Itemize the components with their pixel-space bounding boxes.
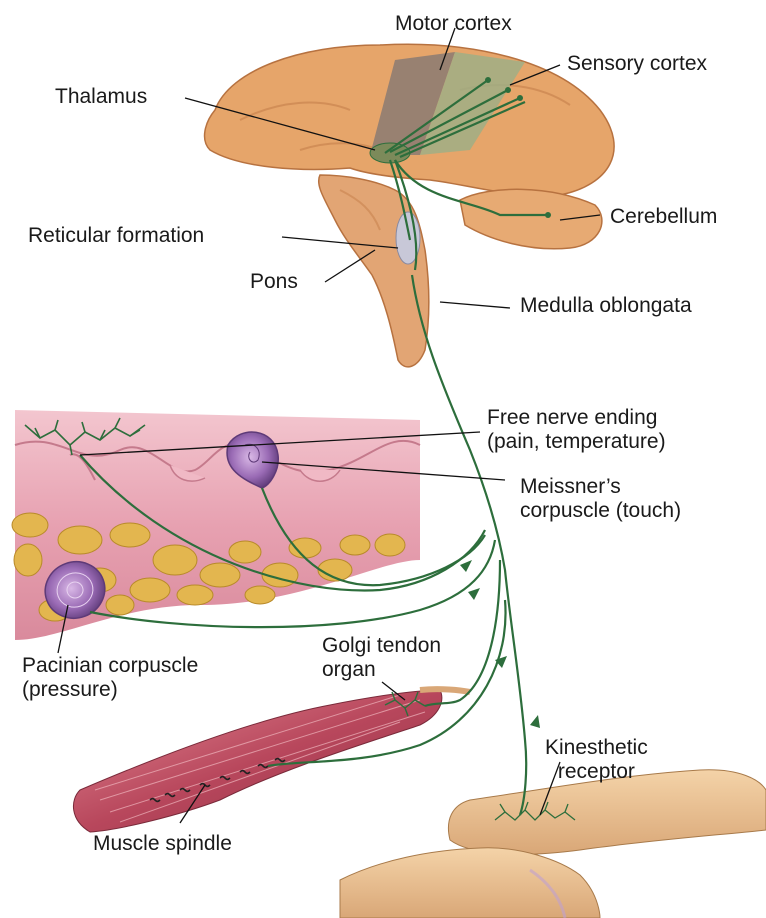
label-medulla-oblongata: Medulla oblongata: [520, 294, 692, 318]
joint-illustration: [340, 770, 766, 918]
label-meissners-line1: Meissner’s: [520, 475, 681, 499]
label-kinesthetic-line1: Kinesthetic: [545, 736, 648, 760]
label-thalamus: Thalamus: [55, 85, 147, 109]
label-pons: Pons: [250, 270, 298, 294]
label-muscle-spindle: Muscle spindle: [93, 832, 232, 856]
brainstem: [319, 175, 429, 367]
label-reticular-formation: Reticular formation: [28, 224, 204, 248]
label-golgi-tendon-organ: Golgi tendon organ: [322, 634, 441, 682]
label-cerebellum: Cerebellum: [610, 205, 717, 229]
skin-section: [12, 410, 420, 640]
cerebellum-shape: [460, 189, 602, 248]
label-sensory-cortex: Sensory cortex: [567, 52, 707, 76]
label-kinesthetic-receptor: Kinesthetic receptor: [545, 736, 648, 784]
label-motor-cortex: Motor cortex: [395, 12, 512, 36]
label-pacinian-line1: Pacinian corpuscle: [22, 654, 198, 678]
leader-medulla: [440, 302, 510, 308]
label-free-nerve-ending-line2: (pain, temperature): [487, 430, 666, 454]
label-meissners-corpuscle: Meissner’s corpuscle (touch): [520, 475, 681, 523]
label-pacinian-corpuscle: Pacinian corpuscle (pressure): [22, 654, 198, 702]
label-golgi-line2: organ: [322, 658, 441, 682]
label-pacinian-line2: (pressure): [22, 678, 198, 702]
label-meissners-line2: corpuscle (touch): [520, 499, 681, 523]
brain-illustration: [205, 44, 615, 367]
label-kinesthetic-line2: receptor: [545, 760, 648, 784]
label-free-nerve-ending: Free nerve ending (pain, temperature): [487, 406, 666, 454]
label-free-nerve-ending-line1: Free nerve ending: [487, 406, 666, 430]
label-golgi-line1: Golgi tendon: [322, 634, 441, 658]
muscle-illustration: [73, 689, 470, 832]
